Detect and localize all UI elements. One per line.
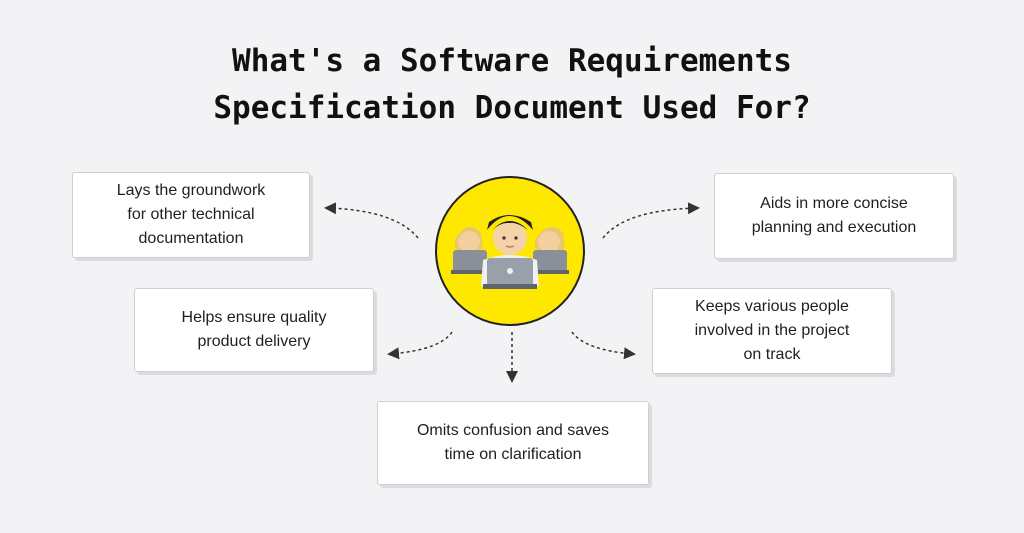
left-person-icon — [451, 226, 489, 274]
card-confusion-line-1: Omits confusion and saves — [416, 422, 610, 439]
arrow-to-top-left — [324, 202, 419, 239]
card-quality-line-2: product delivery — [197, 333, 311, 350]
hub-circle — [435, 176, 585, 326]
people-with-laptops-icon — [451, 215, 569, 289]
arrow-to-mid-left — [387, 331, 453, 360]
card-concise-planning: Aids in more concise planning and execut… — [714, 173, 954, 259]
card-track-line-1: Keeps various people — [695, 298, 849, 315]
arrow-to-mid-right — [571, 331, 636, 360]
card-quality-line-1: Helps ensure quality — [181, 309, 327, 326]
arrow-to-top-right — [602, 202, 700, 239]
card-groundwork-line-3: documentation — [138, 230, 244, 247]
card-planning-line-1: Aids in more concise — [760, 195, 908, 212]
center-person-icon — [481, 215, 539, 289]
card-on-track: Keeps various people involved in the pro… — [652, 288, 892, 374]
title-line-2: Specification Document Used For? — [213, 90, 811, 126]
card-track-line-2: involved in the project — [694, 322, 850, 339]
right-person-icon — [531, 226, 569, 274]
card-groundwork-line-1: Lays the groundwork — [116, 182, 266, 199]
page-title: What's a Software Requirements Specifica… — [0, 38, 1024, 132]
card-confusion-line-2: time on clarification — [444, 446, 582, 463]
card-omits-confusion: Omits confusion and saves time on clarif… — [377, 401, 649, 485]
card-groundwork: Lays the groundwork for other technical … — [72, 172, 310, 258]
card-planning-line-2: planning and execution — [751, 219, 917, 236]
card-groundwork-line-2: for other technical — [127, 206, 255, 223]
card-track-line-3: on track — [743, 346, 801, 363]
card-quality-delivery: Helps ensure quality product delivery — [134, 288, 374, 372]
title-line-1: What's a Software Requirements — [232, 43, 792, 79]
